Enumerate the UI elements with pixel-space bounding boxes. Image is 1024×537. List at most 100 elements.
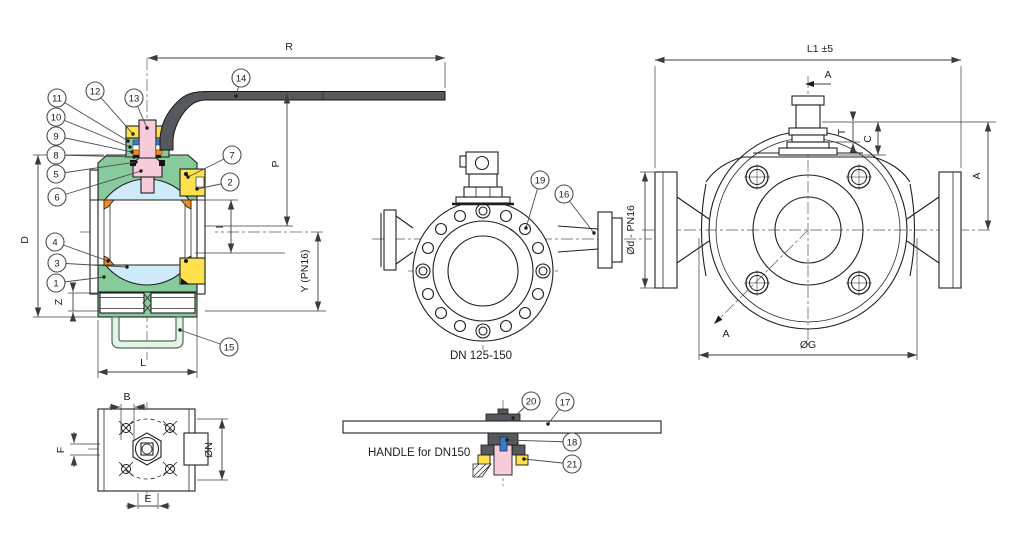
stem-seal-upper-left (132, 139, 140, 146)
callout-20: 20 (511, 391, 541, 420)
dim-label-A: A (971, 172, 983, 179)
section-arrow-label-bottom: A (722, 328, 729, 340)
dim-label-B: B (123, 391, 130, 403)
callout-11: 11 (47, 88, 130, 143)
callout-8: 8 (46, 145, 136, 165)
callout-5: 5 (46, 160, 138, 184)
flange-face (412, 200, 554, 342)
body-bolts (744, 164, 872, 296)
callout-10: 10 (46, 107, 132, 149)
dim-label-OG: ØG (800, 339, 816, 351)
callout-4: 4 (45, 232, 110, 263)
bore-band (90, 200, 215, 265)
front-view: DN 125-150 19 16 (372, 151, 652, 362)
svg-text:10: 10 (51, 112, 62, 123)
left-side-flange (654, 171, 710, 289)
dim-label-N: ØN (203, 442, 215, 458)
dim-Od-PN16: Ød - PN16 (625, 171, 656, 289)
dim-L: L (97, 300, 198, 378)
seat-retainer-bottom (179, 257, 206, 285)
dim-label-T: T (836, 128, 848, 135)
handle-detail-view: HANDLE for DN150 20 17 18 21 (342, 391, 662, 486)
top-body (97, 408, 196, 492)
svg-text:4: 4 (52, 237, 57, 248)
right-side-flange (906, 171, 962, 289)
dim-label-Y: Y (PN16) (299, 250, 311, 293)
left-flange-face (89, 169, 99, 295)
dim-T: T (836, 111, 857, 153)
svg-text:5: 5 (53, 169, 58, 180)
mount-bolt-marks (118, 420, 178, 477)
callout-2: 2 (195, 172, 240, 192)
stem-screw (499, 436, 508, 452)
gland-hex (132, 432, 162, 466)
dim-OG: ØG (698, 238, 918, 360)
dim-label-E: E (144, 493, 151, 505)
callout-19: 19 (524, 170, 550, 230)
threaded-mount-holes (99, 292, 196, 314)
callout-3: 3 (47, 253, 129, 273)
left-pipe-stub (380, 209, 414, 271)
svg-text:19: 19 (535, 175, 546, 186)
mounting-bracket (111, 316, 184, 349)
dim-label-F: F (55, 447, 67, 453)
raised-face (432, 220, 534, 322)
handle-hub-cap (485, 413, 521, 422)
callout-6: 6 (47, 169, 143, 207)
dim-label-D: D (19, 236, 31, 244)
callout-14: 14 (231, 68, 251, 98)
handle-view-caption: HANDLE for DN150 (368, 447, 470, 459)
stem-packing-left (132, 149, 140, 156)
dim-C: C (862, 122, 882, 155)
side-stem-tower (778, 95, 838, 156)
svg-text:20: 20 (526, 396, 537, 407)
dim-F: F (55, 432, 100, 467)
thrust-washer-right (159, 160, 165, 166)
side-view: A A L1 ±5 T C A (625, 43, 996, 360)
dim-N: ØN (197, 418, 228, 481)
thrust-washer-left (130, 160, 136, 166)
right-pipe-stub (557, 211, 623, 269)
section-arrow-label-top: A (824, 69, 831, 81)
svg-text:6: 6 (54, 192, 59, 203)
callout-9: 9 (46, 126, 134, 154)
dim-E: E (126, 493, 170, 510)
svg-text:8: 8 (53, 150, 58, 161)
stem-packing-right (155, 149, 163, 156)
bore-circle (774, 196, 842, 264)
dim-Z: Z (53, 282, 100, 322)
callout-16: 16 (554, 184, 596, 235)
front-view-caption: DN 125-150 (450, 350, 512, 362)
dim-label-Od: Ød - PN16 (625, 205, 637, 255)
dim-label-R: R (285, 41, 293, 53)
section-view: R P I Y (PN16) D (19, 41, 446, 378)
svg-text:12: 12 (90, 86, 101, 97)
callout-7: 7 (186, 145, 242, 179)
bolt-holes (415, 203, 551, 339)
left-wing (700, 183, 707, 277)
svg-text:7: 7 (229, 150, 234, 161)
callout-13: 13 (124, 88, 149, 130)
bore (447, 235, 519, 307)
dim-label-C: C (862, 135, 874, 143)
gland-nut-left (125, 125, 140, 139)
svg-text:21: 21 (567, 459, 578, 470)
stem-assembly (125, 119, 170, 194)
svg-text:18: 18 (567, 437, 578, 448)
svg-text:2: 2 (227, 177, 232, 188)
dim-label-I: I (214, 226, 226, 229)
seat-retainer-top (179, 168, 206, 197)
stem-tang (140, 176, 155, 194)
stem-tower (452, 151, 514, 206)
callout-12: 12 (85, 81, 135, 136)
callout-15: 15 (178, 328, 239, 357)
svg-text:16: 16 (559, 189, 570, 200)
dim-label-P: P (270, 160, 282, 167)
dim-B: B (109, 391, 146, 440)
stem-collar (132, 157, 163, 178)
top-stub (183, 432, 209, 466)
callout-1: 1 (46, 273, 106, 293)
section-hatch (472, 463, 492, 478)
seat-top-right (180, 199, 192, 210)
